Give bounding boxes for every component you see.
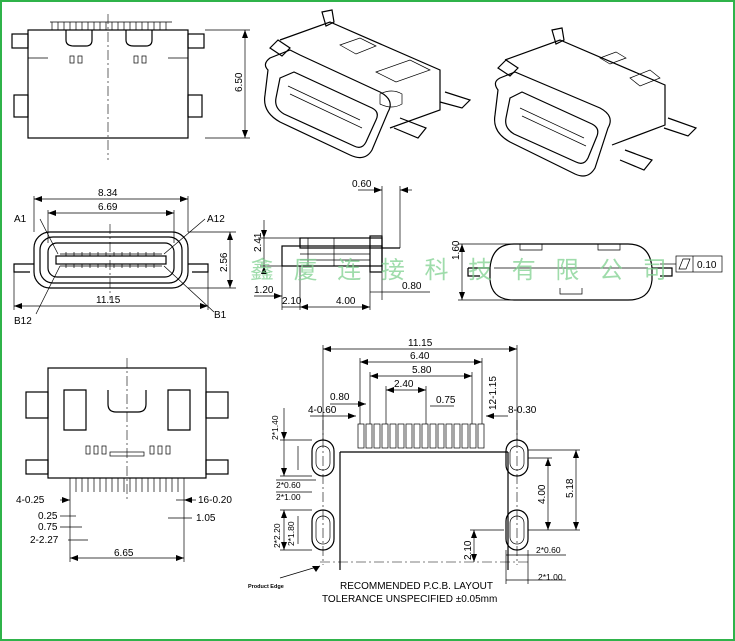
bottom-d1: 4-0.25: [16, 495, 45, 506]
pcb-h-210: 2.10: [463, 540, 474, 560]
pcb-h-400: 4.00: [537, 484, 548, 504]
pcb-pad-12-115: 12-1.15: [488, 376, 499, 410]
pcb-v-180: 2*1.80: [286, 521, 296, 546]
rear-height: 1.60: [451, 240, 462, 260]
pcb-v-100a: 2*1.00: [276, 492, 301, 502]
side-dim-b: 2.10: [282, 296, 302, 307]
pcb-w-240: 2.40: [394, 379, 414, 390]
top-plan-view: 6.50: [11, 14, 250, 160]
bottom-d7: 6.65: [114, 548, 134, 559]
pcb-v-060a: 2*0.60: [276, 480, 301, 490]
pin-label-a1: A1: [14, 214, 27, 225]
pcb-pad-4-060: 4-0.60: [308, 405, 337, 416]
front-width-legs: 11.15: [96, 295, 121, 306]
bottom-d3: 0.75: [38, 522, 58, 533]
pcb-w-total: 11.15: [408, 338, 433, 349]
pcb-w-640: 6.40: [410, 351, 430, 362]
company-watermark: 鑫 厦 连 接 科 技 有 限 公 司: [250, 256, 673, 284]
pcb-w-580: 5.80: [412, 365, 432, 376]
flatness-value: 0.10: [697, 260, 717, 271]
side-dim-a: 1.20: [254, 285, 274, 296]
pcb-v-140: 2*1.40: [270, 415, 280, 440]
isometric-view-1: [263, 9, 472, 159]
isometric-view-2: [493, 27, 698, 177]
side-view: 0.60 2.41 1.20 2.10 4.00 0.80: [253, 179, 430, 310]
pcb-caption-1: RECOMMENDED P.C.B. LAYOUT: [340, 581, 493, 592]
side-dim-d: 0.80: [402, 281, 422, 292]
front-view: 8.34 6.69 11.15 2.56 A1 A12 B12 B1: [13, 188, 236, 327]
front-width-inner: 6.69: [98, 202, 118, 213]
pcb-pad-8-030: 8-0.30: [508, 405, 537, 416]
pcb-v-100b: 2*1.00: [538, 572, 563, 582]
pcb-w-080: 0.80: [330, 392, 350, 403]
front-width-overall: 8.34: [98, 188, 118, 199]
bottom-d4: 2-2.27: [30, 535, 59, 546]
pcb-v-220: 2*2.20: [272, 523, 282, 548]
product-edge-label: Product Edge: [248, 584, 284, 590]
pcb-w-075: 0.75: [436, 395, 456, 406]
bottom-d6: 1.05: [196, 513, 216, 524]
pcb-layout-view: 11.15 6.40 5.80 2.40 0.80 0.75 4-0.60 12…: [248, 338, 580, 605]
pin-label-b1: B1: [214, 310, 227, 321]
front-height: 2.56: [219, 252, 230, 272]
rear-view: 1.60 0.10: [451, 240, 723, 301]
side-dim-c: 4.00: [336, 296, 356, 307]
side-dim-top: 0.60: [352, 179, 372, 190]
side-height: 2.41: [253, 232, 264, 252]
bottom-d2: 0.25: [38, 511, 58, 522]
pin-label-a12: A12: [207, 214, 225, 225]
pin-label-b12: B12: [14, 316, 32, 327]
top-height-label: 6.50: [234, 72, 245, 92]
bottom-d5: 16-0.20: [198, 495, 232, 506]
pcb-h-518: 5.18: [565, 478, 576, 498]
pcb-caption-2: TOLERANCE UNSPECIFIED ±0.05mm: [322, 594, 497, 605]
bottom-view: 4-0.25 0.25 0.75 2-2.27 16-0.20 1.05 6.6…: [16, 358, 232, 562]
pcb-v-060b: 2*0.60: [536, 545, 561, 555]
